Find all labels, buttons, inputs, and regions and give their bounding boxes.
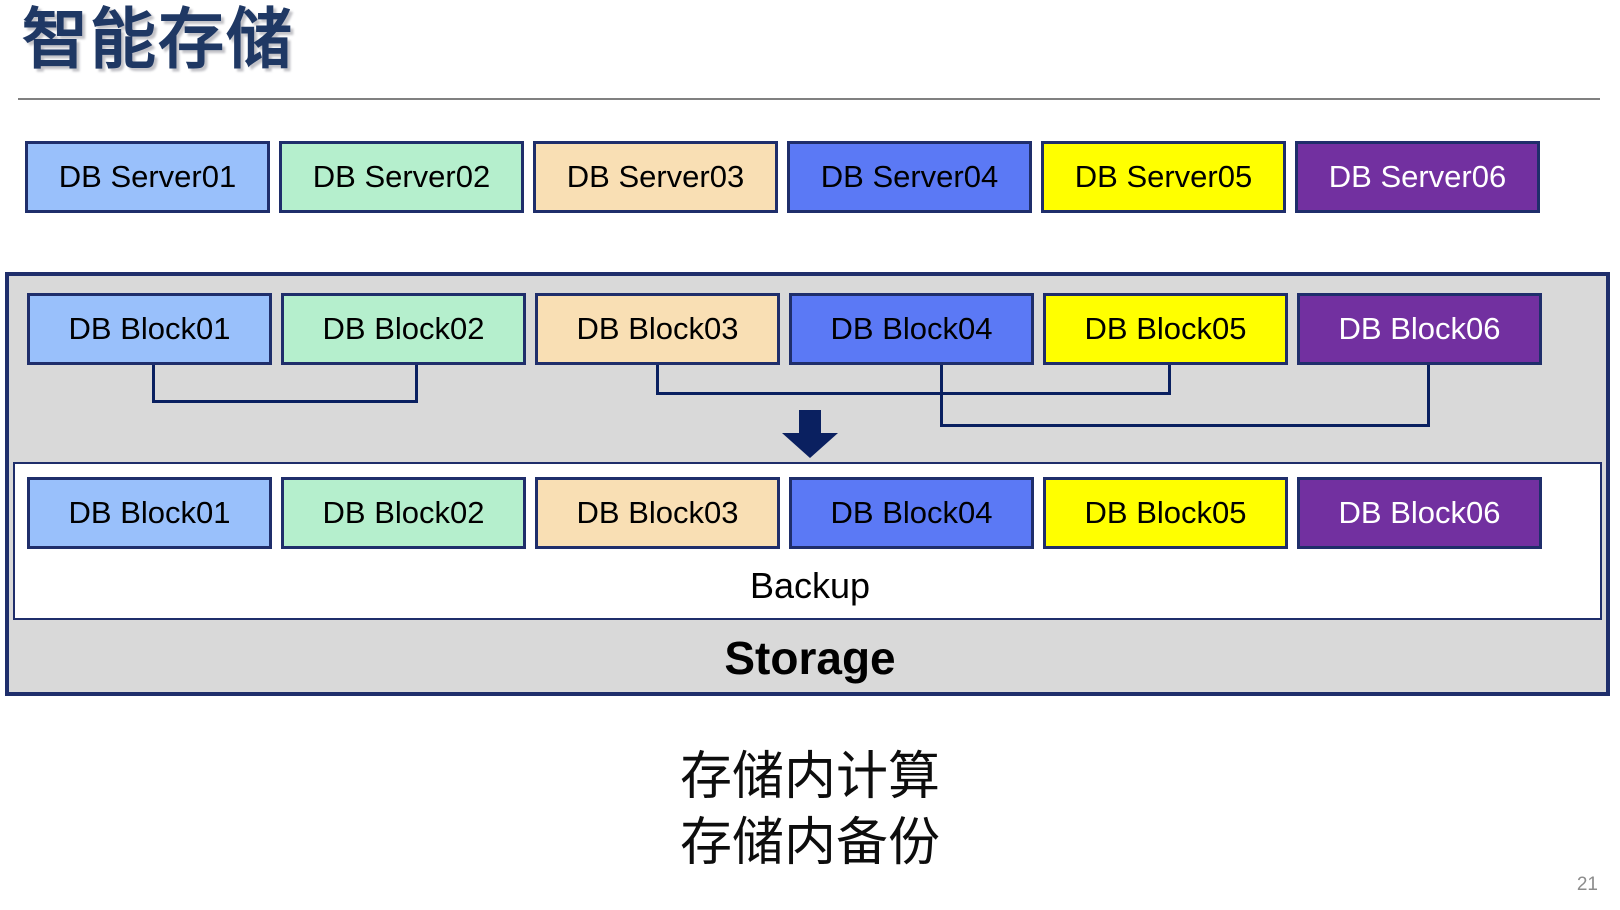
db-server-box-label: DB Server03 bbox=[566, 159, 745, 194]
caption-in-storage-backup: 存储内备份 bbox=[679, 814, 940, 872]
db-server-box-6[interactable]: DB Server06 bbox=[1295, 141, 1540, 213]
bracket-block01-block02-bar bbox=[152, 400, 418, 403]
db-backup-block-box-3[interactable]: DB Block03 bbox=[535, 477, 780, 549]
bracket-block04-block06-bar bbox=[940, 424, 1430, 427]
db-block-box-1[interactable]: DB Block01 bbox=[27, 293, 272, 365]
db-block-box-6[interactable]: DB Block06 bbox=[1297, 293, 1542, 365]
db-backup-block-box-1[interactable]: DB Block01 bbox=[27, 477, 272, 549]
db-backup-block-box-2[interactable]: DB Block02 bbox=[281, 477, 526, 549]
page-title: 智能存储 bbox=[22, 2, 294, 76]
db-block-box-label: DB Block04 bbox=[830, 311, 993, 346]
db-server-box-2[interactable]: DB Server02 bbox=[279, 141, 524, 213]
db-block-box-3[interactable]: DB Block03 bbox=[535, 293, 780, 365]
backup-label: Backup bbox=[749, 565, 871, 606]
bracket-block01-block02-right-leg bbox=[415, 365, 418, 403]
bracket-block03-block05-bar bbox=[656, 392, 1171, 395]
db-block-box-2[interactable]: DB Block02 bbox=[281, 293, 526, 365]
bracket-block03-block05-left-leg bbox=[656, 365, 659, 395]
db-server-box-3[interactable]: DB Server03 bbox=[533, 141, 778, 213]
page-number: 21 bbox=[1576, 874, 1598, 895]
db-block-box-label: DB Block01 bbox=[68, 311, 231, 346]
db-block-row-primary: DB Block01 DB Block02 DB Block03 DB Block04… bbox=[0, 293, 1620, 365]
db-server-row: DB Server01 DB Server02 DB Server03 DB Serv… bbox=[0, 141, 1620, 213]
db-backup-block-box-label: DB Block05 bbox=[1084, 495, 1247, 530]
caption-in-storage-compute: 存储内计算 bbox=[679, 748, 940, 806]
db-backup-block-box-label: DB Block02 bbox=[322, 495, 485, 530]
db-block-box-label: DB Block02 bbox=[322, 311, 485, 346]
db-block-box-label: DB Block03 bbox=[576, 311, 739, 346]
db-backup-block-box-label: DB Block01 bbox=[68, 495, 231, 530]
db-server-box-5[interactable]: DB Server05 bbox=[1041, 141, 1286, 213]
db-server-box-label: DB Server05 bbox=[1074, 159, 1253, 194]
storage-label: Storage bbox=[724, 632, 896, 684]
db-backup-block-box-label: DB Block03 bbox=[576, 495, 739, 530]
db-block-row-backup: DB Block01 DB Block02 DB Block03 DB Block04… bbox=[0, 477, 1620, 549]
db-server-box-label: DB Server01 bbox=[58, 159, 237, 194]
db-backup-block-box-4[interactable]: DB Block04 bbox=[789, 477, 1034, 549]
bracket-block03-block05-right-leg bbox=[1168, 365, 1171, 395]
db-server-box-label: DB Server02 bbox=[312, 159, 491, 194]
db-block-box-5[interactable]: DB Block05 bbox=[1043, 293, 1288, 365]
db-server-box-1[interactable]: DB Server01 bbox=[25, 141, 270, 213]
db-block-box-label: DB Block05 bbox=[1084, 311, 1247, 346]
db-backup-block-box-label: DB Block04 bbox=[830, 495, 993, 530]
db-backup-block-box-6[interactable]: DB Block06 bbox=[1297, 477, 1542, 549]
bracket-block01-block02-left-leg bbox=[152, 365, 155, 403]
bracket-block04-block06-left-leg bbox=[940, 365, 943, 427]
db-server-box-label: DB Server04 bbox=[820, 159, 999, 194]
db-server-box-label: DB Server06 bbox=[1328, 159, 1507, 194]
down-arrow-icon bbox=[782, 410, 838, 458]
title-divider bbox=[18, 98, 1600, 100]
db-backup-block-box-label: DB Block06 bbox=[1338, 495, 1501, 530]
bracket-block04-block06-right-leg bbox=[1427, 365, 1430, 427]
db-block-box-4[interactable]: DB Block04 bbox=[789, 293, 1034, 365]
db-backup-block-box-5[interactable]: DB Block05 bbox=[1043, 477, 1288, 549]
db-server-box-4[interactable]: DB Server04 bbox=[787, 141, 1032, 213]
db-block-box-label: DB Block06 bbox=[1338, 311, 1501, 346]
